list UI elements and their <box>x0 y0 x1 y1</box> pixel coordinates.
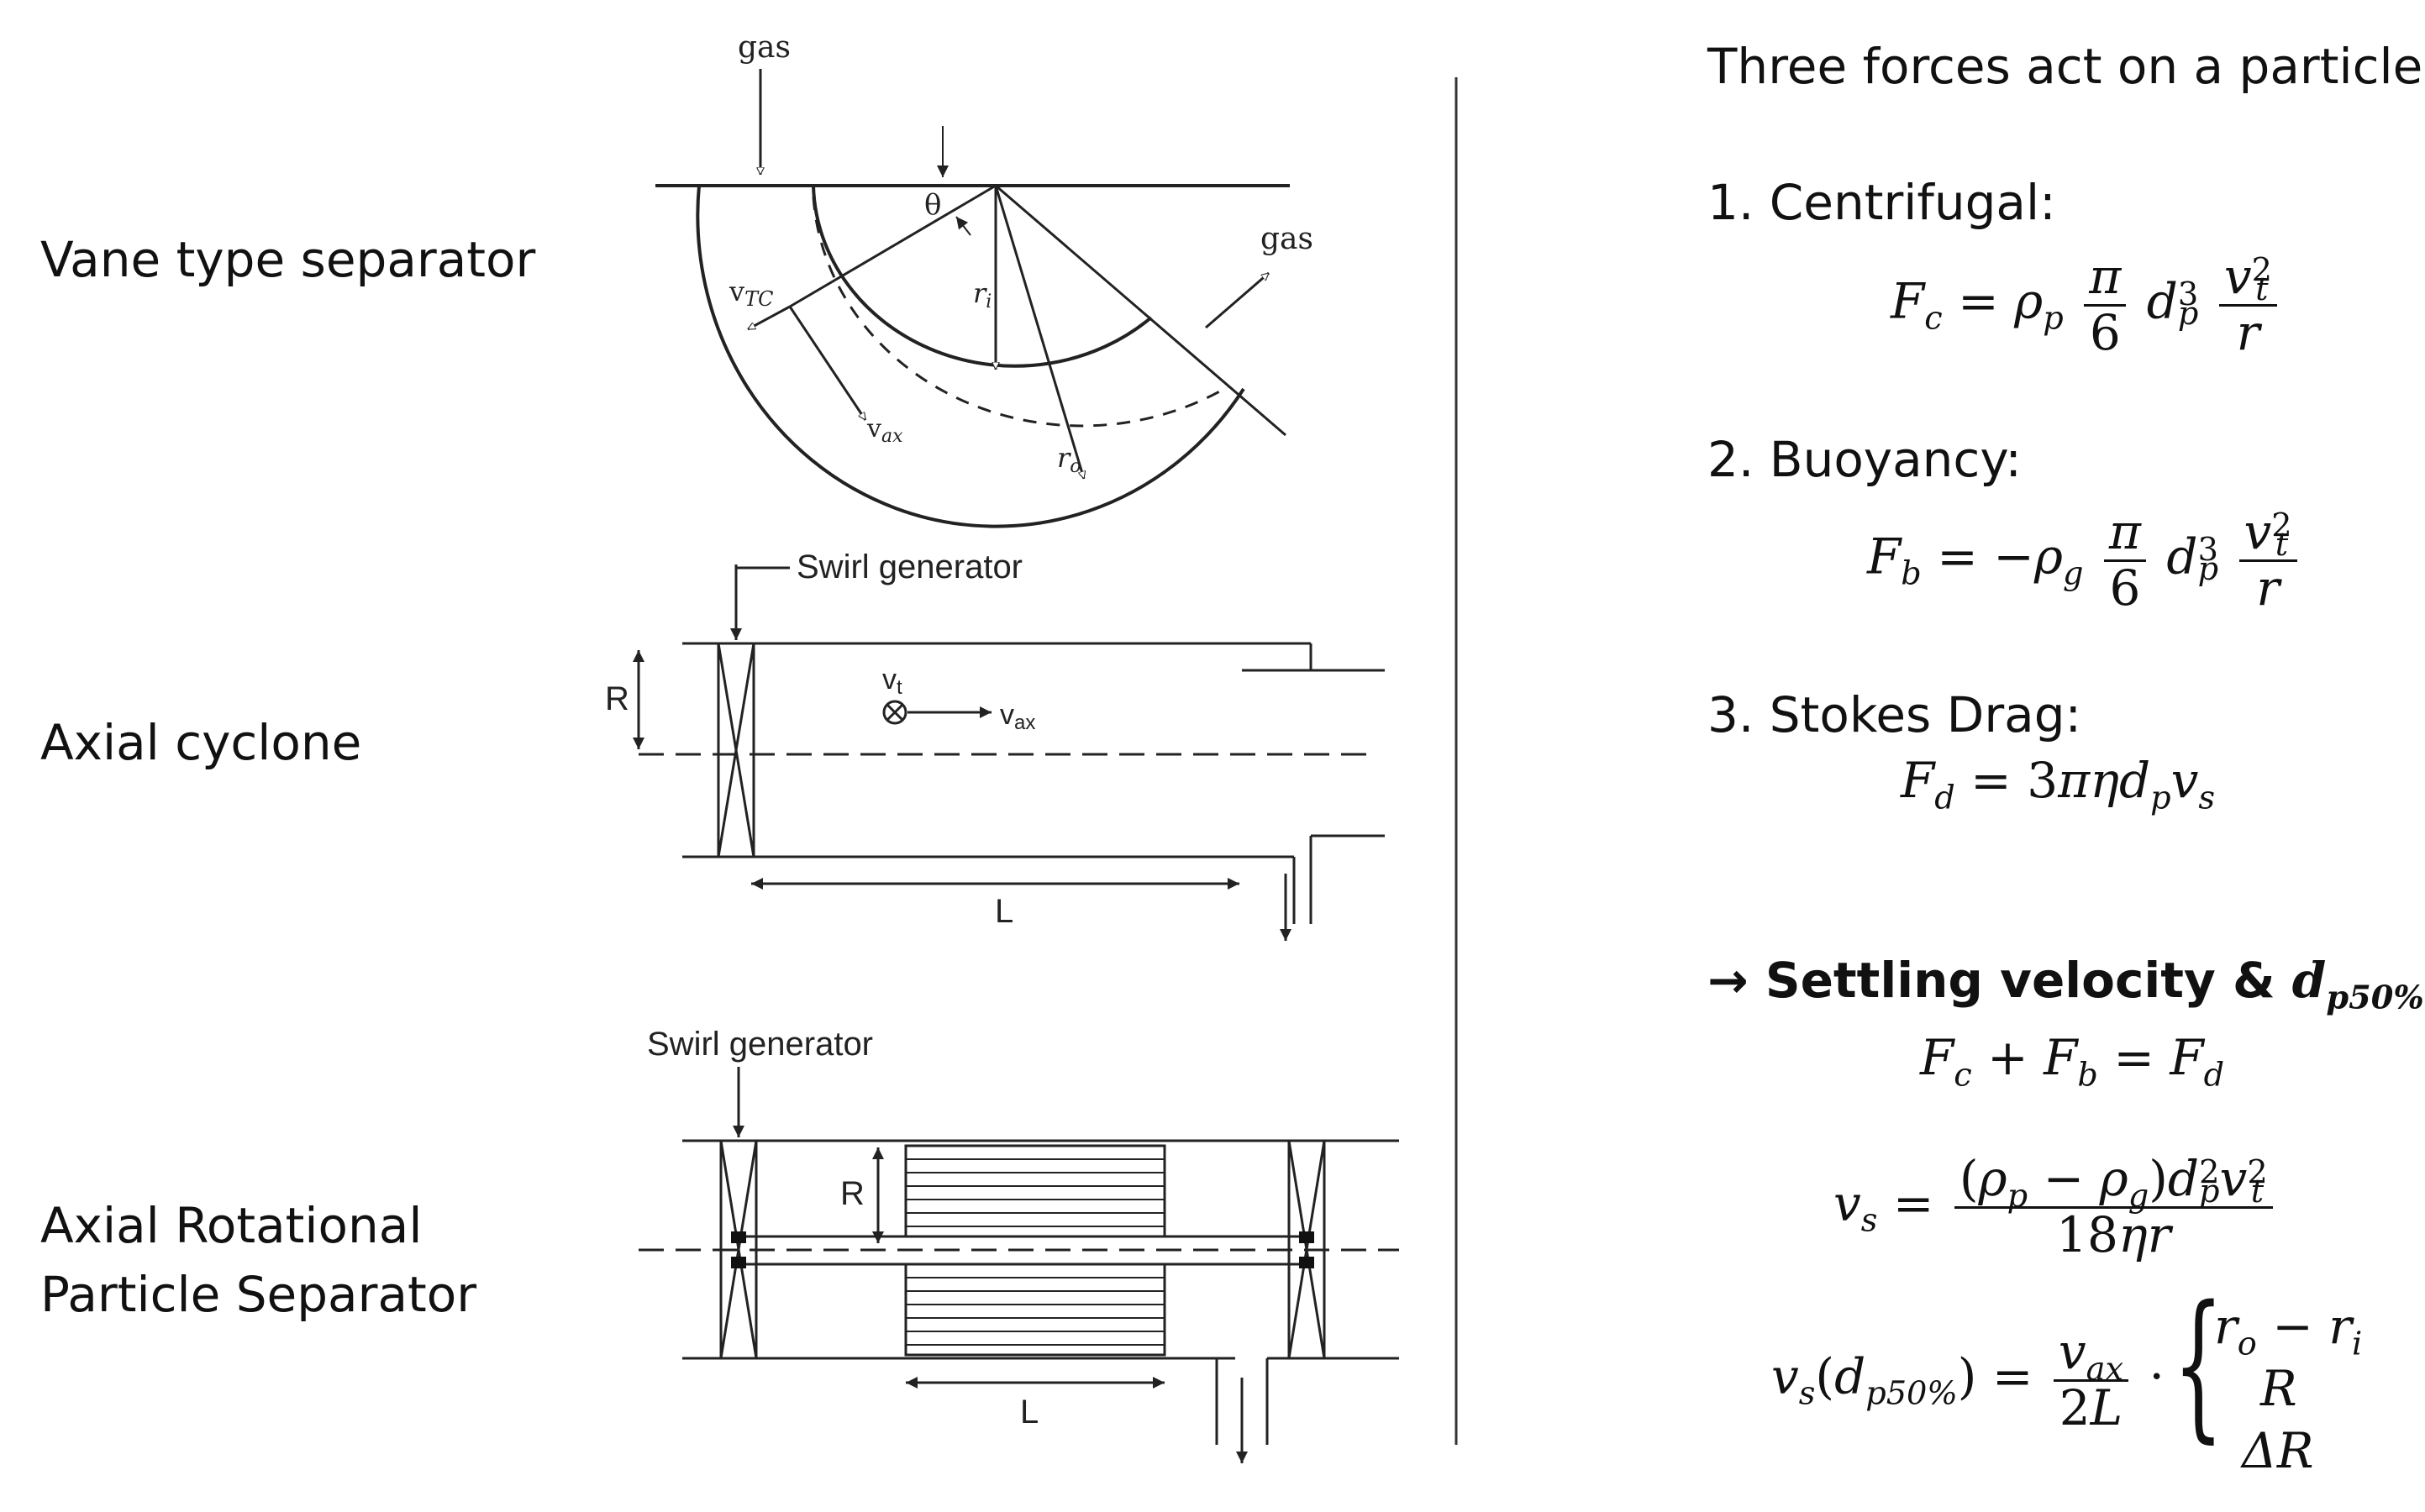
cut-size-case-1: ro − ri <box>2214 1298 2363 1363</box>
label-axial-cyclone: Axial cyclone <box>40 714 362 771</box>
vane-ro-sub: o <box>1070 456 1081 477</box>
vane-theta-label: θ <box>924 188 941 222</box>
vane-ri-sub: i <box>986 291 992 312</box>
force-item-1: 1. Centrifugal: <box>1707 174 2056 231</box>
svg-text:vax: vax <box>866 414 903 447</box>
arps-swirl-label: Swirl generator <box>647 1026 873 1063</box>
svg-text:ri: ri <box>973 277 992 312</box>
axial-vax-label: v <box>1000 699 1014 731</box>
arps-vane-stack <box>906 1158 1165 1346</box>
eq-force-balance: Fc + Fb = Fd <box>1920 1029 2225 1095</box>
axial-vt-sub: t <box>897 676 902 699</box>
axial-swirl-label: Swirl generator <box>797 549 1023 585</box>
svg-text:vt: vt <box>882 664 902 699</box>
forces-title: Three forces act on a particle: <box>1707 38 2425 95</box>
svg-text:ro: ro <box>1057 442 1081 477</box>
vane-vtc-sub: TC <box>744 287 773 311</box>
axial-R-label: R <box>605 680 629 717</box>
arps-L-label: L <box>1020 1394 1039 1431</box>
axial-vt-label: v <box>882 664 897 696</box>
vane-gas-out-label: gas <box>1260 222 1313 256</box>
label-arps-line2: Particle Separator <box>40 1266 477 1323</box>
cut-size-brace: { <box>2173 1272 2224 1457</box>
arps-bearings <box>731 1231 1314 1268</box>
vane-gas-in-label: gas <box>738 30 791 65</box>
settling-heading: → Settling velocity & dp50% <box>1707 952 2424 1017</box>
cut-size-case-3: ΔR <box>2242 1422 2314 1479</box>
label-arps-line1: Axial Rotational <box>40 1197 423 1254</box>
vane-vax-sub: ax <box>881 426 903 447</box>
vane-ro-label: r <box>1057 442 1071 474</box>
axial-vax-sub: ax <box>1014 711 1035 734</box>
arps-R-label: R <box>840 1175 865 1212</box>
vane-vax-label: v <box>866 414 881 444</box>
cut-size-case-2: R <box>2260 1360 2297 1417</box>
force-item-2: 2. Buoyancy: <box>1707 431 2022 488</box>
diagram-arps <box>639 1067 1399 1463</box>
axial-L-label: L <box>995 893 1013 930</box>
vane-vtc-label: v <box>729 276 744 307</box>
diagram-vane-separator <box>655 69 1290 528</box>
force-item-3: 3. Stokes Drag: <box>1707 686 2082 743</box>
svg-text:vax: vax <box>1000 699 1035 734</box>
svg-text:vTC: vTC <box>729 276 773 311</box>
eq-stokes-drag: Fd = 3πηdpvs <box>1901 752 2216 817</box>
label-vane-separator: Vane type separator <box>40 231 536 288</box>
vane-ri-label: r <box>973 277 987 309</box>
diagram-axial-cyclone <box>633 564 1385 941</box>
